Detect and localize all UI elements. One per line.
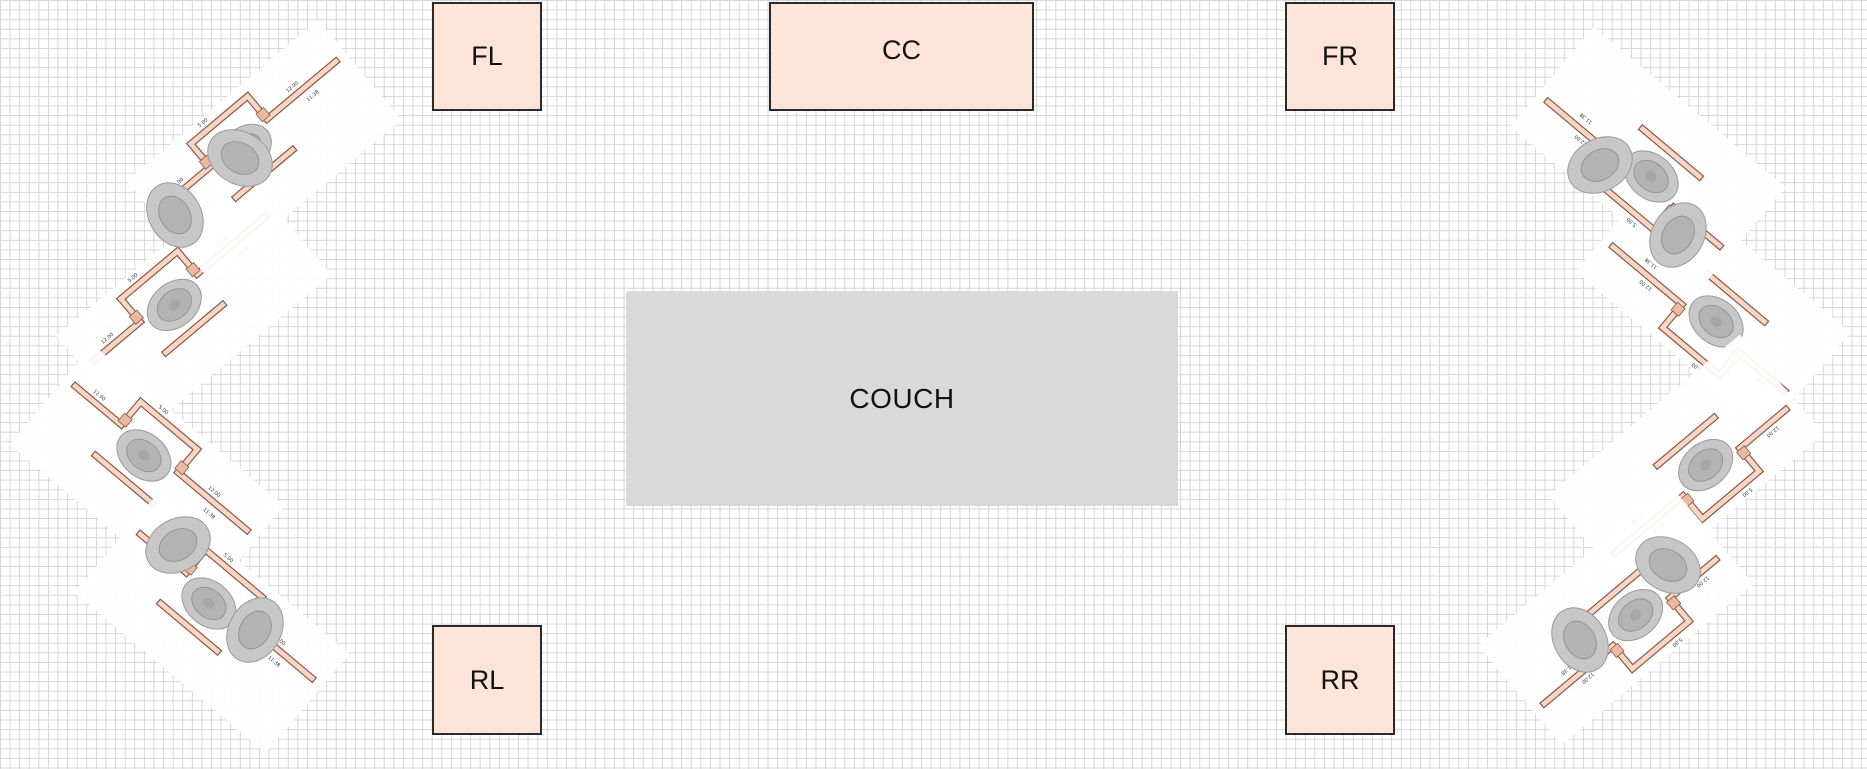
subwoofer-driver-icon (1567, 136, 1707, 268)
subwoofer-driver-icon (146, 129, 273, 248)
front-left-speaker[interactable]: FL (432, 2, 542, 111)
center-channel-label: CC (882, 35, 921, 65)
front-right-speaker[interactable]: FR (1285, 2, 1395, 111)
rear-right-speaker[interactable]: RR (1285, 625, 1395, 735)
subwoofer-driver-icon (1551, 536, 1701, 673)
couch[interactable]: COUCH (626, 291, 1178, 506)
front-left-label: FL (471, 41, 503, 71)
rear-left-speaker[interactable]: RL (432, 625, 542, 735)
rear-right-label: RR (1320, 664, 1360, 695)
subwoofer-driver-icon (145, 516, 284, 663)
center-channel-speaker[interactable]: CC (769, 2, 1034, 111)
rear-left-label: RL (469, 664, 505, 695)
front-right-label: FR (1322, 41, 1358, 71)
couch-label: COUCH (849, 382, 955, 414)
